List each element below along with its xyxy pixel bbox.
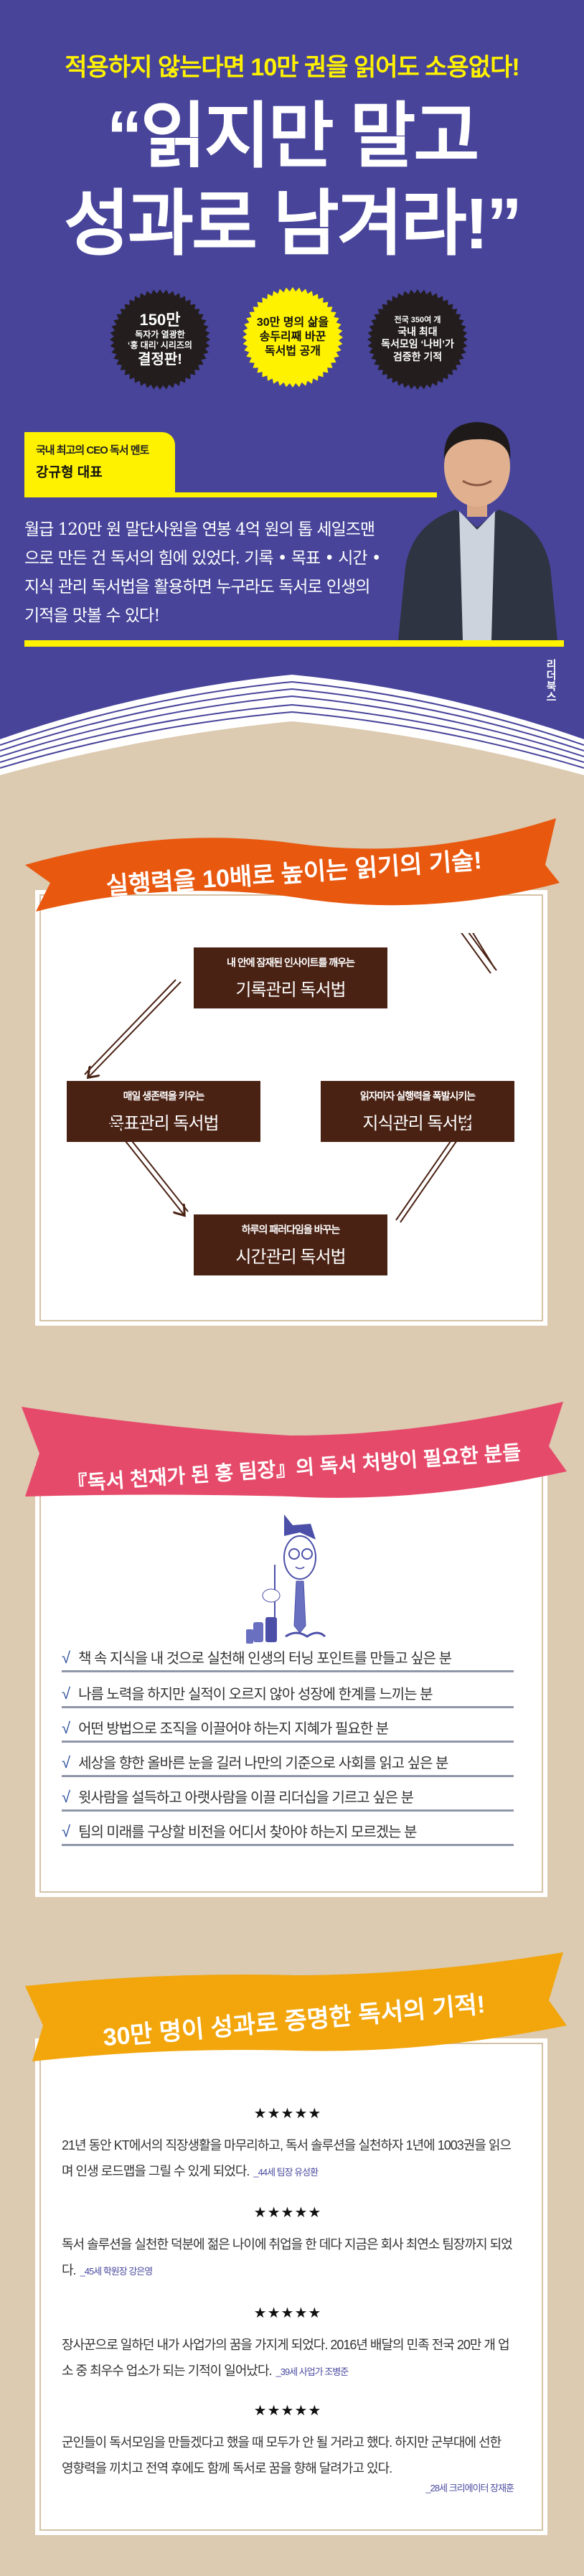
checklist-item: √ 나름 노력을 하지만 실적이 오르지 않아 성장에 한계를 느끼는 분 (62, 1685, 514, 1708)
starburst-icon (367, 289, 468, 390)
badge-line: 독서법 공개 (264, 345, 321, 357)
banner-target: 『독서 천재가 된 홍 팀장』의 독서 처방이 필요한 분들 (22, 1402, 567, 1498)
badge-line: 전국 350여 개 (394, 315, 441, 324)
checklist-text: 윗사람을 설득하고 아랫사람을 이끌 리더십을 기르고 싶은 분 (78, 1790, 414, 1806)
checklist-text: 팀의 미래를 구상할 비전을 어디서 찾아야 하는지 모르겠는 분 (78, 1825, 417, 1840)
check-icon: √ (62, 1685, 70, 1702)
checklist-text: 세상을 향한 올바른 눈을 길러 나만의 기준으로 사회를 읽고 싶은 분 (78, 1756, 448, 1771)
review-text: 장사꾼으로 일하던 내가 사업가의 꿈을 가지게 되었다. 2016년 배달의 … (62, 2338, 510, 2378)
check-icon: √ (62, 1822, 70, 1840)
starburst-icon (110, 289, 210, 390)
target-panel (35, 1464, 547, 1897)
badge-line: 150만 (139, 310, 181, 329)
checklist-item: √ 세상을 향한 올바른 눈을 길러 나만의 기준으로 사회를 읽고 싶은 분 (62, 1753, 514, 1777)
review-author: _39세 사업가 조병준 (275, 2366, 349, 2377)
reader-illustration (246, 1514, 326, 1644)
checklist-text: 어떤 방법으로 조직을 이끌어야 하는지 지혜가 필요한 분 (78, 1721, 389, 1737)
review-author: _28세 크리에이터 장재훈 (425, 2483, 514, 2493)
checklist-text: 책 속 지식을 내 것으로 실천해 인생의 터닝 포인트를 만들고 싶은 분 (78, 1651, 452, 1667)
review-text: 21년 동안 KT에서의 직장생활을 마무리하고, 독서 솔루션을 실천하자 1… (62, 2138, 512, 2178)
arrow-icon (400, 1090, 492, 1223)
banner-reviews: 30만 명이 성과로 증명한 독서의 기적! (25, 1952, 567, 2061)
headline-line-2: 성과로 남겨라!” (63, 184, 522, 264)
review-text: 군인들이 독서모임을 만들겠다고 했을 때 모두가 안 될 거라고 했다. 하지… (62, 2435, 501, 2476)
headline-line-1: “읽지만 말고 (106, 96, 480, 177)
badge-line: 30만 명의 삶을 (256, 317, 329, 329)
author-name: 강규형 대표 (36, 465, 103, 480)
badge-line: 국내 최대 (397, 325, 438, 337)
diagram-arrows (83, 933, 497, 1223)
check-icon: √ (62, 1753, 70, 1771)
hero-subtitle: 적용하지 않는다면 10만 권을 읽어도 소용없다! (65, 54, 519, 81)
badge-line: 송두리째 바꾼 (259, 331, 326, 343)
checklist-item: √ 윗사람을 설득하고 아랫사람을 이끌 리더십을 기르고 싶은 분 (62, 1788, 514, 1812)
diagram-box-record: 내 안에 잠재된 인사이트를 깨우는 기록관리 독서법 (194, 947, 387, 1008)
author-label: 국내 최고의 CEO 독서 멘토 강규형 대표 (24, 432, 175, 493)
box-subtitle: 매일 생존력을 키우는 (123, 1090, 205, 1102)
arrow-icon (83, 1088, 184, 1214)
arrow-icon (89, 981, 182, 1077)
badge-line: 독자가 열광한 (135, 329, 185, 340)
box-subtitle: 하루의 패러다임을 바꾸는 (241, 1224, 340, 1235)
box-title: 목표관리 독서법 (108, 1114, 219, 1133)
badge-line: 검증한 기적 (392, 350, 443, 362)
badge-series: 150만 독자가 열광한 ‘홍 대리’ 시리즈의 결정판! (110, 289, 210, 390)
star-rating: ★★★★★ (253, 2205, 322, 2221)
check-icon: √ (62, 1788, 70, 1806)
check-icon: √ (62, 1649, 70, 1667)
author-photo (398, 422, 557, 640)
checklist-item: √ 책 속 지식을 내 것으로 실천해 인생의 터닝 포인트를 만들고 싶은 분 (62, 1649, 514, 1672)
badge-line: 결정판! (138, 352, 182, 368)
divider (24, 492, 437, 497)
star-rating: ★★★★★ (253, 2305, 322, 2321)
box-subtitle: 내 안에 잠재된 인사이트를 깨우는 (227, 957, 355, 968)
author-description: 월급 120만 원 말단사원을 연봉 4억 원의 톱 세일즈맨으로 만든 건 독… (24, 520, 381, 625)
badge-club: 전국 350여 개 국내 최대 독서모임 ‘나비’가 검증한 기적 (367, 289, 468, 390)
diagram-box-goal: 매일 생존력을 키우는 목표관리 독서법 (67, 1081, 260, 1142)
star-rating: ★★★★★ (253, 2106, 322, 2122)
badge-line: 독서모임 ‘나비’가 (381, 338, 454, 350)
checklist-item: √ 팀의 미래를 구상할 비전을 어디서 찾아야 하는지 모르겠는 분 (62, 1822, 514, 1846)
review-text: 독서 솔루션을 실천한 덕분에 젊은 나이에 취업을 한 데다 지금은 회사 최… (62, 2237, 513, 2277)
arrow-icon (472, 933, 496, 970)
review-author: _45세 학원장 강은영 (80, 2266, 154, 2277)
box-title: 기록관리 독서법 (235, 980, 346, 1000)
review-item: ★★★★★ 독서 솔루션을 실천한 덕분에 젊은 나이에 취업을 한 데다 지금… (62, 2203, 514, 2285)
star-rating: ★★★★★ (253, 2403, 322, 2419)
reviews-panel (35, 2038, 547, 2535)
badge-line: ‘홍 대리’ 시리즈의 (128, 340, 192, 351)
book-pages-illustration (0, 675, 584, 775)
starburst-icon (242, 287, 343, 388)
badge-method: 30만 명의 삶을 송두리째 바꾼 독서법 공개 (242, 287, 343, 388)
banner-diagram: 실행력을 10배로 높이는 읽기의 기술! (25, 818, 560, 912)
review-item: ★★★★★ 장사꾼으로 일하던 내가 사업가의 꿈을 가지게 되었다. 2016… (62, 2304, 514, 2385)
divider (24, 640, 564, 647)
box-title: 시간관리 독서법 (235, 1247, 346, 1267)
review-item: ★★★★★ 군인들이 독서모임을 만들겠다고 했을 때 모두가 안 될 거라고 … (62, 2402, 514, 2496)
box-subtitle: 읽자마자 실행력을 폭발시키는 (359, 1090, 476, 1102)
review-author: _44세 팀장 유성환 (253, 2167, 319, 2178)
review-item: ★★★★★ 21년 동안 KT에서의 직장생활을 마무리하고, 독서 솔루션을 … (62, 2104, 514, 2186)
checklist-item: √ 어떤 방법으로 조직을 이끌어야 하는지 지혜가 필요한 분 (62, 1719, 514, 1743)
author-tagline: 국내 최고의 CEO 독서 멘토 (36, 444, 149, 456)
box-title: 지식관리 독서법 (362, 1114, 473, 1133)
hero-section: 적용하지 않는다면 10만 권을 읽어도 소용없다! “읽지만 말고 성과로 남… (0, 0, 584, 775)
publisher-logo: 리더북스 (545, 659, 557, 702)
check-icon: √ (62, 1719, 70, 1737)
diagram-box-time: 하루의 패러다임을 바꾸는 시간관리 독서법 (194, 1214, 387, 1275)
checklist-text: 나름 노력을 하지만 실적이 오르지 않아 성장에 한계를 느끼는 분 (78, 1687, 433, 1702)
diagram-box-knowledge: 읽자마자 실행력을 폭발시키는 지식관리 독서법 (321, 1081, 514, 1142)
